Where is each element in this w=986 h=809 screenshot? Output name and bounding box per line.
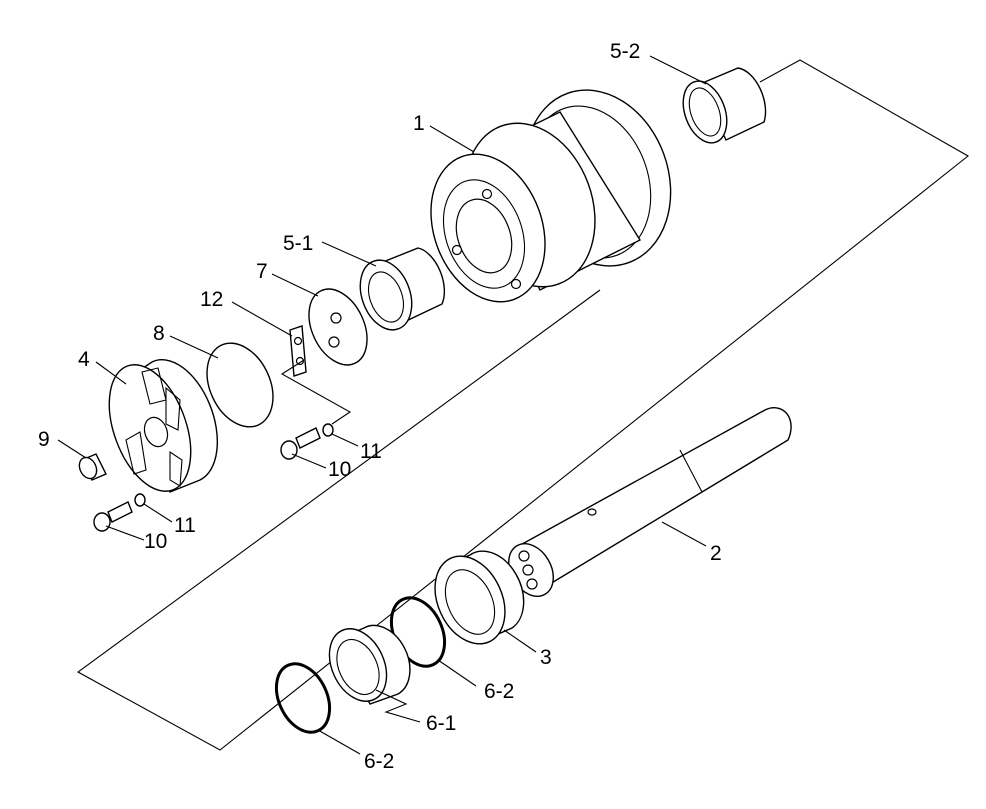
part-2-shaft [508, 407, 792, 597]
leader-9 [57, 439, 87, 459]
leader-4 [95, 361, 127, 385]
callout-7: 7 [256, 260, 268, 283]
leader-lines [57, 55, 707, 755]
leader-5-2 [649, 55, 707, 85]
callout-4: 4 [78, 348, 90, 371]
leader-3 [503, 629, 537, 653]
callout-1: 1 [413, 112, 425, 135]
leader-8 [169, 335, 219, 359]
part-6-2-o-ring-lower [274, 662, 332, 734]
callout-11-upper: 11 [360, 440, 382, 463]
leader-11-lower [143, 503, 173, 523]
callout-labels: 5-2 1 5-1 7 12 8 4 9 11 10 11 10 2 3 6-2… [38, 40, 722, 773]
leader-6-2-upper [437, 659, 477, 687]
callout-5-2: 5-2 [610, 40, 640, 63]
assembly-axis-line [76, 59, 969, 751]
part-12-lock-plate [289, 325, 307, 377]
callout-8: 8 [153, 322, 165, 345]
part-9-plug [78, 453, 107, 481]
callout-10-lower: 10 [144, 530, 167, 553]
leader-6-1 [375, 689, 421, 723]
leader-12-11 [280, 359, 352, 425]
part-5-1-bushing [359, 247, 446, 331]
callout-12: 12 [200, 288, 223, 311]
callout-6-1: 6-1 [426, 712, 456, 735]
part-10-bolt-lower [93, 501, 133, 532]
leader-11-upper [331, 433, 359, 447]
part-10-bolt-upper [280, 427, 321, 460]
callout-10-upper: 10 [328, 458, 351, 481]
callout-6-2-lower: 6-2 [364, 750, 394, 773]
part-8-o-ring [206, 342, 274, 428]
part-6-1-floating-seal [328, 624, 411, 705]
leader-1 [429, 125, 475, 153]
part-4-end-collar [108, 359, 219, 493]
leader-10-upper [291, 453, 327, 469]
leader-5-1 [321, 241, 377, 267]
part-11-washer-lower [134, 493, 146, 507]
leader-10-lower [105, 525, 145, 541]
callout-5-1: 5-1 [283, 232, 313, 255]
callout-9: 9 [38, 428, 50, 451]
part-7-cover-plate [308, 288, 368, 366]
leader-7 [271, 273, 319, 297]
leader-2 [661, 521, 707, 547]
part-5-2-bushing [682, 67, 767, 144]
leader-12 [231, 301, 293, 337]
callout-2: 2 [710, 542, 722, 565]
callout-3: 3 [540, 646, 552, 669]
part-3-collar [434, 550, 525, 645]
leader-6-2-lower [317, 729, 361, 755]
callout-11-lower: 11 [174, 514, 196, 537]
part-11-washer-upper [322, 423, 334, 437]
callout-6-2-upper: 6-2 [484, 680, 514, 703]
part-1-roller-body [430, 89, 672, 303]
